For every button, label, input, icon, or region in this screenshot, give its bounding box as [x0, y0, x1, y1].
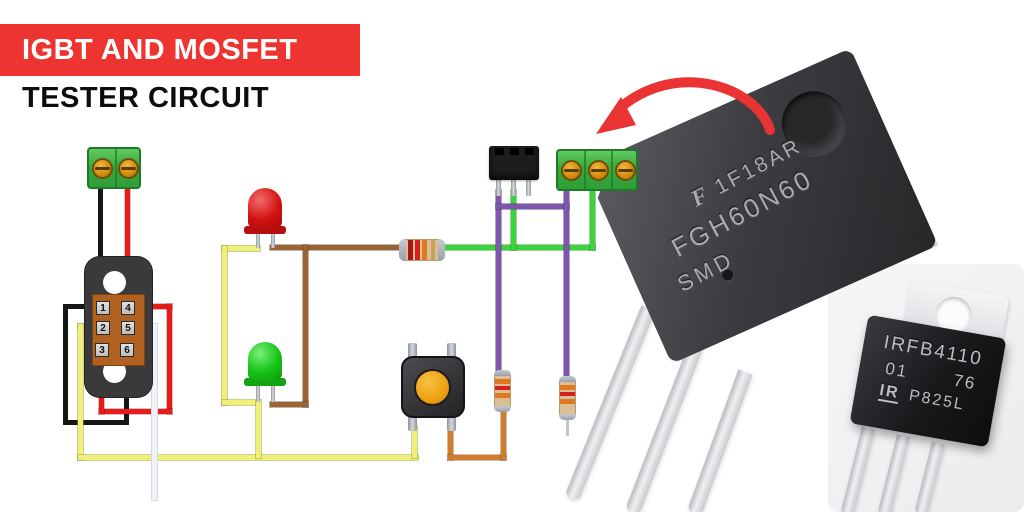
page-subtitle: TESTER CIRCUIT	[22, 82, 270, 114]
socket-pin-5: 5	[121, 321, 135, 335]
resistor2-bottom-lead	[566, 420, 569, 436]
terminal-screw-icon	[92, 158, 113, 179]
wire-black-left-down	[63, 304, 68, 425]
resistor-band	[431, 240, 435, 260]
wire-yellow-up-to-button	[412, 426, 417, 458]
terminal-block-2pin	[87, 147, 141, 189]
device-test-socket: 1 4 2 5 3 6	[85, 257, 152, 397]
wire-green-terminal-drop	[590, 188, 595, 250]
socket-pin-1: 1	[96, 301, 110, 315]
terminal-screw-icon	[118, 158, 139, 179]
transistor-leg	[511, 178, 516, 196]
button-leg	[447, 343, 456, 358]
wire-black-bottom	[63, 420, 129, 425]
wire-red-right-down	[167, 304, 172, 414]
wire-red-terminal-to-pin4	[125, 186, 130, 306]
wire-yellow-bottom-rail	[78, 455, 418, 460]
title-banner: IGBT AND MOSFET	[0, 24, 360, 76]
wire-purple-terminal-to-resistor2	[564, 188, 569, 378]
igbt-marking: F1F18AR FGH60N60 SMD	[635, 104, 892, 301]
resistor-band	[560, 399, 575, 404]
button-leg	[447, 416, 456, 431]
push-button-cap	[414, 369, 451, 406]
wire-yellow-greenled-down	[256, 400, 261, 458]
socket-pin-4: 4	[121, 301, 135, 315]
button-leg	[408, 343, 417, 358]
wire-brown-down	[303, 245, 308, 407]
resistor-cap	[559, 414, 576, 420]
terminal-block-3pin	[556, 149, 638, 191]
wire-black-pin1-left	[63, 304, 104, 309]
resistor-band	[495, 386, 510, 390]
red-led-leg	[271, 232, 275, 248]
wire-red-bottom	[99, 409, 172, 414]
resistor-band	[560, 392, 575, 396]
wire-green-rail	[445, 245, 595, 250]
wire-white-down	[152, 324, 157, 500]
wire-brown-to-greenled	[270, 402, 308, 407]
page-title: IGBT AND MOSFET	[22, 33, 298, 66]
resistor-cap	[494, 370, 511, 376]
wire-orange-button-down	[448, 428, 453, 460]
socket-hole-top	[103, 271, 126, 294]
transistor-leg	[526, 178, 531, 196]
transistor-body	[489, 146, 539, 180]
green-led	[248, 342, 282, 380]
igbt-leg-2	[625, 339, 705, 512]
green-led-leg	[256, 384, 260, 402]
mosfet-date-code-right: 76	[952, 370, 978, 394]
wire-orange-bottom	[448, 455, 506, 460]
resistor-band	[495, 379, 510, 384]
wire-purple-transistor-to-resistor1	[496, 190, 501, 372]
ir-logo: IR	[877, 381, 901, 405]
wire-green-transistor-drop	[511, 190, 516, 250]
button-leg	[408, 416, 417, 431]
resistor-cap	[559, 376, 576, 382]
transistor-leg	[496, 178, 501, 196]
resistor-cap	[438, 239, 445, 261]
terminal-screw-icon	[615, 160, 636, 181]
wire-yellow-left-down	[78, 324, 83, 460]
wire-yellow-redled-down	[222, 246, 227, 405]
socket-pin-6: 6	[120, 343, 134, 357]
resistor-band	[408, 240, 413, 260]
resistor-band	[495, 393, 510, 398]
mosfet-date-code-left: 01	[883, 358, 910, 382]
wire-yellow-redled-horizontal	[222, 246, 260, 251]
wire-brown-redled-to-resistor	[270, 245, 400, 250]
green-led-flange	[244, 378, 286, 386]
fairchild-logo: F	[686, 180, 715, 212]
resistor-band	[422, 240, 427, 260]
socket-pin-2: 2	[96, 321, 110, 335]
resistor-cap	[399, 239, 406, 261]
resistor-cap	[494, 406, 511, 412]
resistor-band	[560, 385, 575, 390]
wire-yellow-greenled-horizontal	[222, 400, 260, 405]
igbt-leg-3	[687, 369, 753, 512]
red-led-flange	[244, 226, 286, 234]
wire-black-terminal-to-pin1	[98, 186, 103, 307]
red-led	[248, 188, 282, 228]
terminal-screw-icon	[588, 160, 609, 181]
resistor-band	[415, 240, 420, 260]
wire-purple-horizontal	[496, 204, 569, 209]
wire-orange-up-to-resistor1	[501, 410, 506, 460]
terminal-screw-icon	[561, 160, 582, 181]
socket-pin-3: 3	[95, 343, 109, 357]
red-led-leg	[256, 232, 260, 248]
green-led-leg	[271, 384, 275, 402]
